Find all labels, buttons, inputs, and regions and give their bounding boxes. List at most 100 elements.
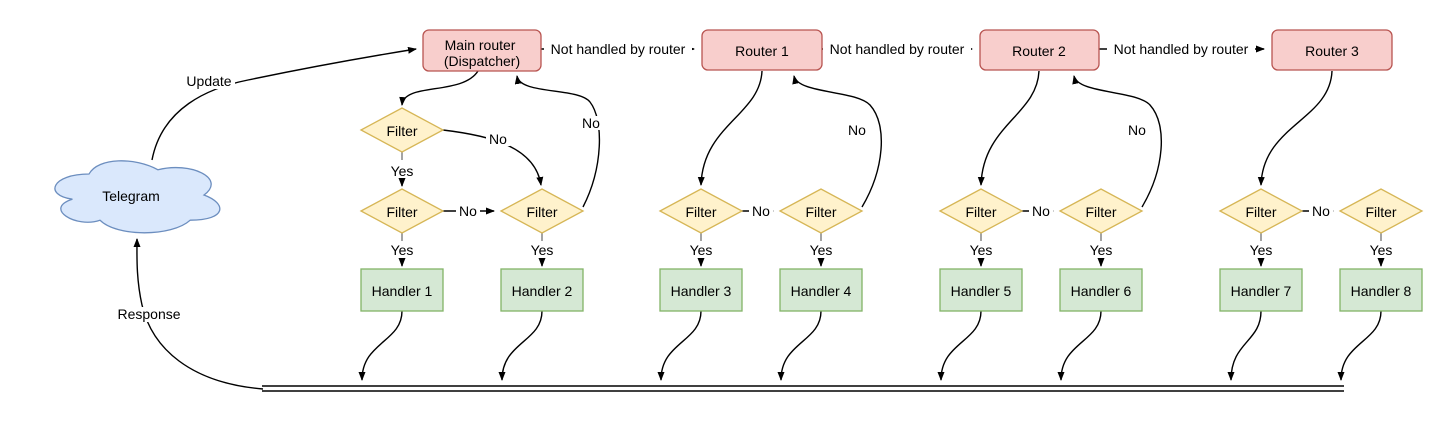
yes-label: Yes (1370, 242, 1393, 258)
router-2-node: Router 2 (979, 29, 1100, 71)
not-handled-label-3: Not handled by router (1107, 41, 1255, 57)
cloud-icon (54, 160, 221, 234)
filter-label: Filter (1085, 204, 1116, 220)
handler-8-label: Handler 8 (1351, 283, 1412, 299)
no-label-f6: No (1125, 122, 1149, 138)
yes-label: Yes (1250, 242, 1273, 258)
handler-2-box (500, 268, 584, 312)
filter-node-7: Filter (1218, 188, 1304, 234)
no-label-f0: No (486, 131, 510, 147)
filter2-no-loop-edge (514, 75, 601, 208)
no-label: No (459, 203, 477, 219)
handler-6-bus-edge (1057, 310, 1102, 381)
filter-label: Filter (965, 204, 996, 220)
yes-label: Yes (970, 242, 993, 258)
label-bg (486, 132, 510, 146)
yes-label: Yes (531, 242, 554, 258)
label-bg (1247, 243, 1275, 257)
no-label: No (752, 203, 770, 219)
label-bg (807, 243, 835, 257)
not-handled-label-2: Not handled by router (823, 41, 971, 57)
update-edge (151, 46, 417, 161)
label-bg (1029, 204, 1053, 218)
filter-node-2: Filter (499, 188, 585, 234)
yes-label-7: Yes (1247, 242, 1275, 258)
handler-1-label: Handler 1 (372, 283, 433, 299)
label-bg (1367, 243, 1395, 257)
handler-7-box (1219, 268, 1303, 312)
filter-label: Filter (386, 204, 417, 220)
yes-label-3: Yes (687, 242, 715, 258)
response-label-group: Response (115, 306, 183, 322)
router-3-label: Router 3 (1305, 43, 1359, 59)
handler-6-node: Handler 6 (1059, 268, 1143, 312)
main-router-box (422, 29, 542, 72)
handler-3-node: Handler 3 (659, 268, 743, 312)
handler-1-box (360, 268, 444, 312)
no-label-f5: No (1029, 203, 1053, 219)
router-1-box (701, 29, 823, 71)
yes-label-4: Yes (807, 242, 835, 258)
handler-3-label: Handler 3 (671, 283, 732, 299)
filter-node-top: Filter (359, 107, 445, 153)
handler-7-label: Handler 7 (1231, 283, 1292, 299)
router-2-box (979, 29, 1100, 71)
filter-label: Filter (1365, 204, 1396, 220)
router-2-label: Router 2 (1012, 43, 1066, 59)
yes-label: Yes (391, 163, 414, 179)
not-handled-label: Not handled by router (551, 41, 686, 57)
filter-diamond (499, 188, 585, 234)
filter-diamond (1218, 188, 1304, 234)
no-label-f1: No (456, 203, 480, 219)
handler-6-box (1059, 268, 1143, 312)
handler-1-node: Handler 1 (360, 268, 444, 312)
router2-to-filter-edge (977, 70, 1040, 186)
yes-label-5: Yes (967, 242, 995, 258)
handler-8-bus-edge (1337, 310, 1382, 381)
no-label-f7: No (1309, 203, 1333, 219)
not-handled-label: Not handled by router (830, 41, 965, 57)
filter-label: Filter (526, 204, 557, 220)
yes-label-f0: Yes (388, 163, 416, 179)
no-label-f4: No (845, 122, 869, 138)
label-bg (1087, 243, 1115, 257)
filter-diamond (1338, 188, 1424, 234)
yes-label: Yes (391, 242, 414, 258)
handler-5-node: Handler 5 (939, 268, 1023, 312)
handler-3-bus-edge (657, 310, 702, 381)
update-label: Update (186, 73, 231, 89)
filter-label: Filter (685, 204, 716, 220)
filter-node-8: Filter (1338, 188, 1424, 234)
telegram-cloud-label: Telegram (102, 188, 160, 204)
no-label-f2: No (579, 115, 603, 131)
label-bg (456, 204, 480, 218)
handler-5-label: Handler 5 (951, 283, 1012, 299)
no-label: No (1312, 203, 1330, 219)
label-bg (388, 164, 416, 178)
label-bg (183, 74, 235, 89)
filter4-no-loop-edge (792, 75, 882, 208)
handler-2-label: Handler 2 (512, 283, 573, 299)
yes-label: Yes (690, 242, 713, 258)
filter-diamond (359, 188, 445, 234)
label-bg (544, 42, 692, 57)
filter-node-5: Filter (938, 188, 1024, 234)
no-label-f3: No (749, 203, 773, 219)
handler-4-label: Handler 4 (791, 283, 852, 299)
handler-6-label: Handler 6 (1071, 283, 1132, 299)
router1-to-filter-edge (697, 70, 763, 186)
handler-5-bus-edge (937, 310, 982, 381)
no-label: No (848, 122, 866, 138)
filter-diamond (359, 107, 445, 153)
router-3-node: Router 3 (1271, 29, 1393, 71)
handler-4-box (779, 268, 863, 312)
label-bg (579, 116, 603, 130)
handler-4-bus-edge (777, 310, 822, 381)
router-1-node: Router 1 (701, 29, 823, 71)
label-bg (388, 243, 416, 257)
no-label: No (582, 115, 600, 131)
filter-diamond (938, 188, 1024, 234)
yes-label: Yes (810, 242, 833, 258)
